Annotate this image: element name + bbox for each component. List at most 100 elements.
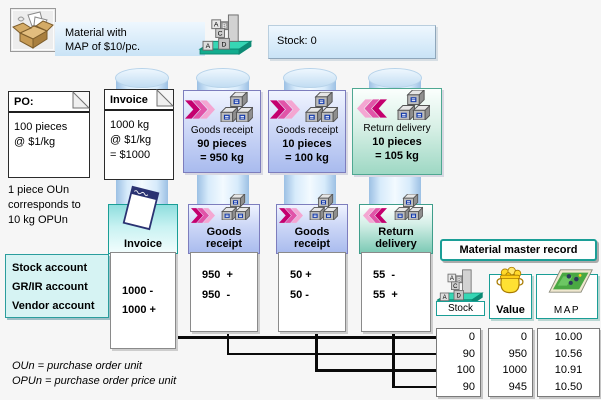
movement-qty: 10 pieces [282, 138, 332, 150]
block-letter-d: D [222, 42, 227, 49]
conversion-note: 1 piece OUn corresponds to 10 kg OPUn [8, 184, 81, 226]
block-letter-b: B [222, 23, 227, 30]
stock-value-row: 100 [456, 364, 475, 376]
connector-line [227, 353, 437, 355]
chevrons-right-icon [279, 208, 303, 223]
block-letter-c: C [453, 284, 458, 290]
block-letter-a2: A [443, 295, 447, 301]
posting-ledger-goods-receipt-1: 950 + 950 - [190, 252, 258, 332]
invoice-document: Invoice 1000 kg @ $1/kg = $1000 [104, 89, 174, 180]
invoice-doc-icon [122, 185, 160, 231]
block-letter-a: A [214, 22, 219, 29]
folded-corner [72, 91, 90, 109]
ledger-entry: 1000 + [122, 304, 156, 316]
posting-header-label: Return delivery [375, 226, 417, 250]
movement-label: Goods receipt [190, 125, 254, 136]
movement-label: Return delivery [363, 123, 431, 134]
stock-blocks-icon-small: A B C A D [436, 268, 484, 306]
invoice-title: Invoice [105, 90, 173, 111]
value-tile: Value [489, 266, 532, 319]
po-title: PO: [9, 92, 89, 113]
movement-box-goods-receipt-2: Goods receipt 10 pieces = 100 kg [268, 90, 346, 173]
movement-qty: 90 pieces [197, 138, 247, 150]
posting-ledger-return-delivery: 55 - 55 + [361, 252, 431, 332]
map-column-label: MAP [553, 305, 581, 316]
movement-qty: 10 pieces [372, 136, 422, 148]
movement-amount: = 950 kg [200, 152, 244, 164]
stock-value-row: 0 [468, 331, 475, 343]
po-document: PO: 100 pieces @ $1/kg [8, 91, 90, 178]
stock-value-row: 90 [462, 380, 475, 393]
value-column-label: Value [496, 304, 525, 316]
ledger-entry: 950 + [202, 269, 233, 281]
chevrons-right-icon [191, 208, 215, 223]
material-package-icon [10, 8, 56, 52]
stock-value-row: 90 [462, 347, 475, 360]
stock-column-label: Stock [436, 301, 485, 316]
crates-icon [309, 194, 338, 220]
movement-box-return-delivery: Return delivery 10 pieces = 105 kg [352, 88, 442, 175]
stock-status: Stock: 0 [268, 25, 436, 59]
invoice-body: 1000 kg @ $1/kg = $1000 [110, 119, 152, 161]
chevrons-right-icon [185, 100, 215, 119]
value-value-row: 0 [520, 331, 527, 343]
map-values-table: 10.00 10.56 10.91 10.50 [537, 328, 600, 397]
ledger-entry: 55 + [373, 289, 398, 301]
value-pot-icon [496, 266, 524, 294]
ledger-entry: 1000 - [122, 285, 154, 297]
folded-corner [156, 89, 174, 107]
posting-ledger-invoice: 1000 - 1000 + [110, 252, 176, 349]
value-value-row: 950 [508, 347, 527, 360]
map-icon [548, 269, 593, 293]
crates-icon [221, 194, 250, 220]
connector-line [227, 318, 229, 355]
movement-amount: = 105 kg [375, 150, 419, 162]
accounts-box: Stock account GR/IR account Vendor accou… [5, 254, 109, 318]
chevrons-left-icon [357, 99, 387, 118]
movement-amount: = 100 kg [285, 152, 329, 164]
posting-header-goods-receipt-1: Goods receipt [188, 204, 260, 254]
connector-line [315, 318, 318, 372]
block-letter-a2: A [206, 43, 211, 50]
movement-label: Goods receipt [275, 125, 339, 136]
connector-line [392, 318, 395, 388]
crates-icon [305, 92, 338, 122]
map-value-row: 10.56 [554, 347, 583, 360]
posting-header-goods-receipt-2: Goods receipt [276, 204, 348, 254]
posting-ledger-goods-receipt-2: 50 + 50 - [278, 252, 346, 332]
posting-header-return-delivery: Return delivery [359, 204, 433, 254]
connector-line [129, 336, 437, 339]
block-letter-a: A [450, 276, 454, 282]
value-values-table: 0 950 1000 945 [488, 328, 533, 397]
movement-box-goods-receipt-1: Goods receipt 90 pieces = 950 kg [183, 90, 261, 173]
crates-icon [394, 194, 423, 220]
value-value-row: 945 [508, 380, 527, 393]
stock-values-table: 0 90 100 90 [436, 328, 481, 397]
po-body: 100 pieces @ $1/kg [14, 121, 68, 148]
stock-blocks-icon: A B C A D [198, 13, 253, 57]
map-value-row: 10.50 [554, 380, 583, 393]
connector-line [315, 369, 437, 372]
block-letter-d: D [457, 294, 462, 300]
posting-header-label: Goods receipt [205, 226, 243, 250]
footnote-opun: OPUn = purchase order price unit [12, 375, 177, 387]
ledger-entry: 55 - [373, 269, 396, 281]
chevrons-right-icon [270, 100, 300, 119]
value-value-row: 1000 [502, 364, 527, 376]
map-value-row: 10.00 [554, 331, 583, 343]
block-letter-c: C [218, 30, 223, 37]
chevrons-left-icon [363, 208, 387, 223]
posting-header-label: Goods receipt [293, 226, 331, 250]
material-master-title: Material master record [440, 239, 597, 261]
ledger-entry: 950 - [202, 289, 231, 301]
crates-icon [220, 92, 253, 122]
block-letter-b: B [457, 277, 461, 283]
posting-header-invoice: Invoice [108, 185, 178, 254]
footnote-oun: OUn = purchase order unit [12, 360, 142, 372]
crates-icon [397, 90, 430, 120]
map-tile: MAP [536, 269, 598, 319]
connector-line [392, 386, 437, 388]
ledger-entry: 50 - [290, 289, 309, 301]
posting-header-label: Invoice [124, 238, 162, 250]
